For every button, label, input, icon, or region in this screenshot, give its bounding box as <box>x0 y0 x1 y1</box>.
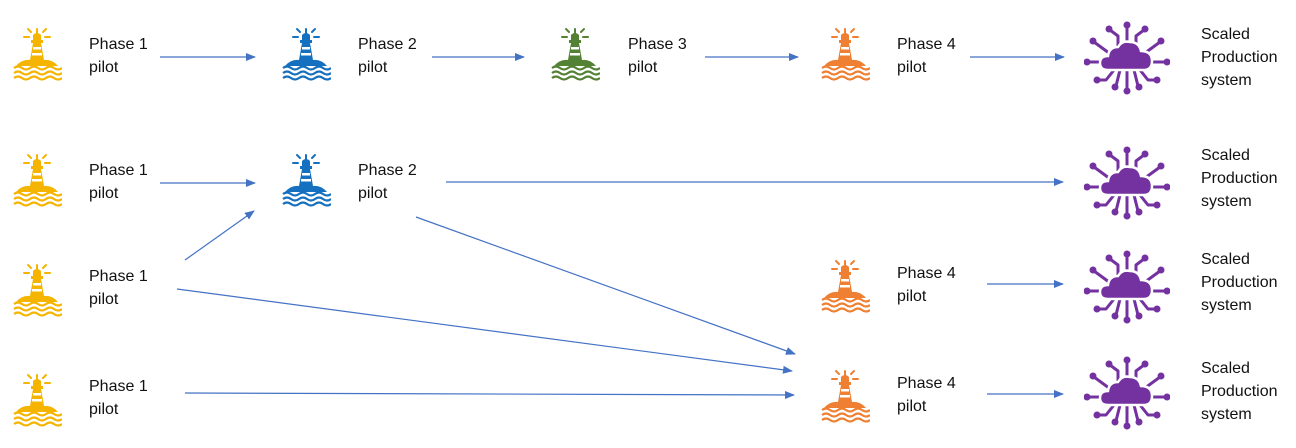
node-label-line: Phase 2 <box>358 36 417 53</box>
node-label-r1-p4: Phase 4 pilot <box>897 33 956 79</box>
node-label-line: pilot <box>897 398 927 415</box>
node-label-line: Phase 3 <box>628 36 687 53</box>
cloud-network-icon <box>1083 355 1171 436</box>
node-label-line: Production <box>1201 274 1278 291</box>
node-label-r1-p3: Phase 3 pilot <box>628 33 687 79</box>
node-label-line: pilot <box>89 59 119 76</box>
node-label-line: Phase 1 <box>89 378 148 395</box>
node-label-line: pilot <box>89 401 119 418</box>
cloud-network-icon <box>1083 20 1171 101</box>
lighthouse-icon <box>550 26 601 87</box>
lighthouse-icon <box>820 368 871 429</box>
node-label-line: pilot <box>897 59 927 76</box>
arrow-r2-p2-to-r4-p4 <box>415 216 796 355</box>
lighthouse-icon <box>820 258 871 319</box>
cloud-network-icon <box>1083 145 1171 226</box>
arrow-r3-p1-to-r2-p2 <box>184 210 255 261</box>
node-label-line: Phase 1 <box>89 36 148 53</box>
node-label-line: Phase 2 <box>358 162 417 179</box>
node-label-r1-p2: Phase 2 pilot <box>358 33 417 79</box>
node-label-line: Scaled <box>1201 251 1250 268</box>
node-label-line: Scaled <box>1201 147 1250 164</box>
node-label-line: Production <box>1201 383 1278 400</box>
lighthouse-icon <box>281 152 332 213</box>
lighthouse-icon <box>12 152 63 213</box>
node-label-line: system <box>1201 72 1252 89</box>
node-label-r4-p1: Phase 1 pilot <box>89 375 148 421</box>
cloud-network-icon <box>1083 249 1171 330</box>
lighthouse-icon <box>820 26 871 87</box>
node-label-line: Phase 1 <box>89 162 148 179</box>
node-label-line: Scaled <box>1201 360 1250 377</box>
node-label-line: Production <box>1201 49 1278 66</box>
node-label-line: pilot <box>89 291 119 308</box>
arrow-r3-p1-to-r4-p4 <box>176 288 793 374</box>
node-label-r2-p2: Phase 2 pilot <box>358 159 417 205</box>
node-label-line: Production <box>1201 170 1278 187</box>
node-label-r1-p1: Phase 1 pilot <box>89 33 148 79</box>
node-label-line: pilot <box>358 185 388 202</box>
node-label-r2-p1: Phase 1 pilot <box>89 159 148 205</box>
node-label-line: Phase 1 <box>89 268 148 285</box>
lighthouse-icon <box>12 26 63 87</box>
node-label-line: Phase 4 <box>897 36 956 53</box>
node-label-line: pilot <box>897 288 927 305</box>
node-label-line: pilot <box>628 59 658 76</box>
node-label-r3-p1: Phase 1 pilot <box>89 265 148 311</box>
node-label-line: system <box>1201 406 1252 423</box>
node-label-line: Scaled <box>1201 26 1250 43</box>
node-label-line: pilot <box>358 59 388 76</box>
node-label-line: pilot <box>89 185 119 202</box>
node-label-line: system <box>1201 297 1252 314</box>
node-label-r3-p4: Phase 4 pilot <box>897 262 956 308</box>
arrow-r4-p1-to-r4-p4 <box>184 390 795 399</box>
node-label-line: Phase 4 <box>897 375 956 392</box>
lighthouse-icon <box>281 26 332 87</box>
lighthouse-icon <box>12 262 63 323</box>
node-label-line: system <box>1201 193 1252 210</box>
lighthouse-icon <box>12 372 63 433</box>
node-label-r4-p4: Phase 4 pilot <box>897 372 956 418</box>
node-label-line: Phase 4 <box>897 265 956 282</box>
